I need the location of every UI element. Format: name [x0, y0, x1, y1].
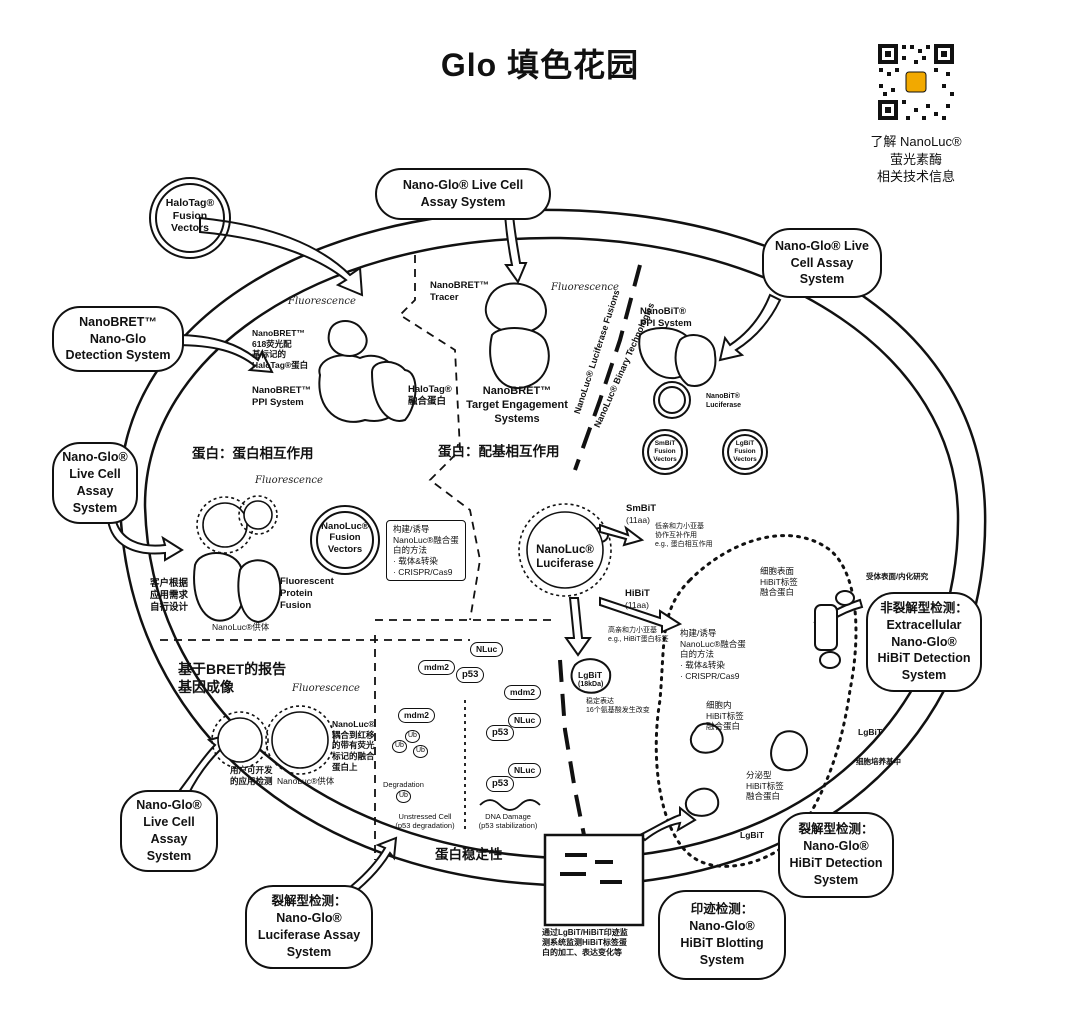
plasmid-rings — [149, 177, 768, 575]
label-dna-damage: DNA Damage(p53 stabilization) — [478, 812, 538, 831]
label-nanobit-ppi: NanoBiT®PPI System — [640, 306, 692, 329]
label-customer-design: 客户根据应用需求自行设计 — [150, 578, 189, 613]
label-nanobit-luciferase: NanoBiT®Luciferase — [706, 393, 742, 409]
section-ppi: 蛋白：蛋白相互作用 — [192, 446, 314, 461]
section-dividers — [160, 255, 555, 860]
split-arrows — [564, 523, 683, 657]
label-receptor-study: 受体表面/内化研究 — [866, 572, 929, 581]
label-mdm2-c: mdm2 — [504, 685, 542, 700]
section-ligand: 蛋白：配基相互作用 — [438, 444, 560, 459]
label-halotag-fusion: HaloTag®融合蛋白 — [408, 384, 452, 407]
section-bret-imaging: 基于BRET的报告基因成像 — [178, 661, 287, 696]
label-lgbit-lower: LgBiT — [740, 830, 765, 840]
fluorescence-label: Fluorescence — [255, 475, 323, 486]
label-p53-c: p53 — [486, 776, 515, 792]
blot-membrane — [543, 833, 645, 927]
label-ub-1: Ub — [392, 740, 407, 753]
binary-separator — [573, 264, 642, 471]
label-mdm2-b: mdm2 — [398, 708, 436, 723]
label-nanoluc-luciferase: NanoLuc®Luciferase — [536, 544, 594, 571]
label-blot-desc: 通过LgBiT/HiBiT印迹监测系统监测HiBiT标签蛋白的加工、表达变化等 — [542, 928, 628, 957]
page-title: Glo 填色花园 — [440, 47, 640, 83]
protein-blobs — [193, 282, 808, 817]
label-user-detection: 用户可开发的应用检测 — [230, 765, 273, 786]
fluorescence-label: Fluorescence — [288, 296, 356, 307]
label-p53-a: p53 — [456, 667, 485, 683]
label-nanoluc-donor-2: NanoLuc®供体 — [277, 776, 335, 786]
label-ub-2: Ub — [405, 730, 420, 743]
label-degradation: Degradation — [383, 780, 424, 789]
section-stability: 蛋白稳定性 — [435, 847, 503, 862]
label-smbit: SmBiT(11aa) — [626, 503, 657, 525]
fluorescence-label: Fluorescence — [551, 282, 619, 293]
label-nanoluc-coupled: NanoLuc®耦合到红移的带有荧光标记的融合蛋白上 — [332, 719, 375, 772]
luminescent-bursts — [196, 495, 612, 775]
label-lgbit-18: LgBiT(18kDa) — [578, 670, 604, 688]
qr-code[interactable] — [876, 42, 956, 122]
label-nanoluc-donor: NanoLuc®供体 — [212, 622, 270, 632]
dotted-cell — [654, 534, 858, 868]
label-nluc-c: NLuc — [508, 763, 542, 778]
fluorescence-label: Fluorescence — [292, 683, 360, 694]
label-lgbit-medium: 细胞培养基中 — [856, 757, 901, 766]
label-ub-3: Ub — [413, 745, 428, 758]
label-p53-b: p53 — [486, 725, 515, 741]
binary-separator-lower — [558, 659, 587, 841]
membrane-receptor — [814, 590, 855, 669]
label-unstressed: Unstressed Cell(p53 degradation) — [395, 812, 455, 831]
label-nluc-b: NLuc — [508, 713, 542, 728]
label-mdm2-a: mdm2 — [418, 660, 456, 675]
label-lgbit-right: LgBiT — [858, 727, 883, 737]
label-hibit: HiBiT(11aa) — [625, 588, 650, 610]
label-ub-4: Ub — [396, 790, 411, 803]
label-nluc-a: NLuc — [470, 642, 504, 657]
dna-helix — [479, 799, 541, 811]
qr-caption: 了解 NanoLuc®萤光素酶相关技术信息 — [870, 134, 962, 185]
